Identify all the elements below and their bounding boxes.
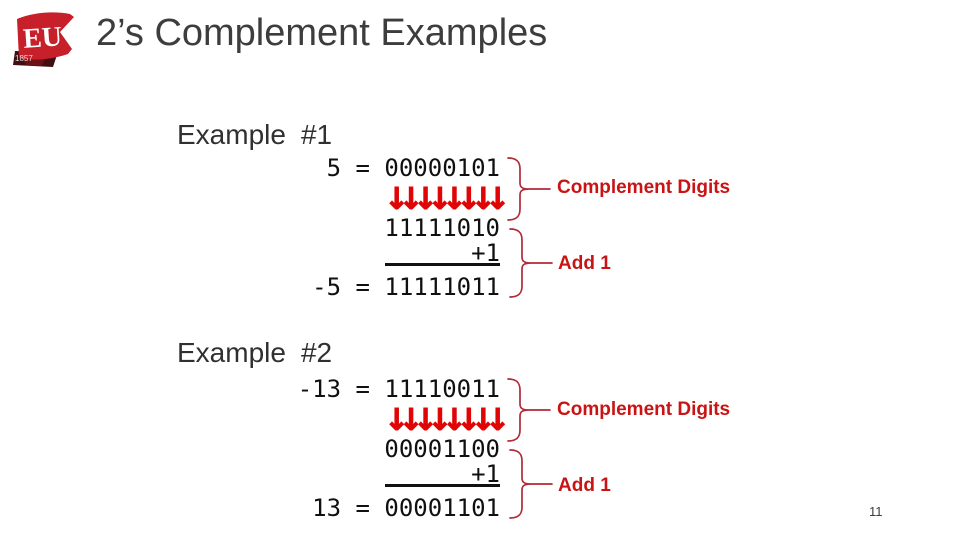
example-1-heading: Example #1 xyxy=(177,121,332,149)
example-2-add-brace-icon xyxy=(509,449,553,519)
example-2-plus-one-line: +1 xyxy=(471,460,500,488)
eu-university-logo-icon: EU 1857 xyxy=(13,12,74,67)
example-2-heading-number: #2 xyxy=(300,337,333,368)
example-2-heading: Example #2 xyxy=(177,339,332,367)
example-1-complement-brace-icon xyxy=(507,157,551,221)
logo-year: 1857 xyxy=(15,54,33,63)
example-1-start-value-line: 5 = 00000101 xyxy=(326,154,500,182)
example-1-heading-number: #1 xyxy=(300,119,333,150)
logo-flag xyxy=(17,12,74,60)
example-2-complement-bits-line: 00001100 xyxy=(384,435,500,463)
example-1-complement-bits-line: 11111010 xyxy=(384,214,500,242)
example-2-result-line: 13 = 00001101 xyxy=(312,494,500,522)
example-1-complement-arrows-icon: ↓↓↓↓↓↓↓↓ xyxy=(384,182,511,217)
example-1-complement-digits-label: Complement Digits xyxy=(557,177,731,198)
example-2-add-1-label: Add 1 xyxy=(558,475,611,496)
example-2-complement-digits-label: Complement Digits xyxy=(557,399,731,420)
example-2-complement-arrows-icon: ↓↓↓↓↓↓↓↓ xyxy=(384,403,511,438)
example-2-sum-rule xyxy=(385,484,500,487)
page-number: 11 xyxy=(869,504,883,519)
example-1-plus-one-line: +1 xyxy=(471,239,500,267)
example-2-complement-brace-icon xyxy=(507,378,551,442)
example-1-add-1-label: Add 1 xyxy=(558,253,611,274)
example-1-sum-rule xyxy=(385,263,500,266)
example-1-heading-word: Example xyxy=(177,119,286,150)
example-2-start-value-line: -13 = 11110011 xyxy=(297,375,500,403)
example-1-add-brace-icon xyxy=(509,228,553,298)
logo-monogram: EU xyxy=(22,21,63,55)
example-1-result-line: -5 = 11111011 xyxy=(312,273,500,301)
example-2-heading-word: Example xyxy=(177,337,286,368)
slide-title: 2’s Complement Examples xyxy=(96,12,548,54)
